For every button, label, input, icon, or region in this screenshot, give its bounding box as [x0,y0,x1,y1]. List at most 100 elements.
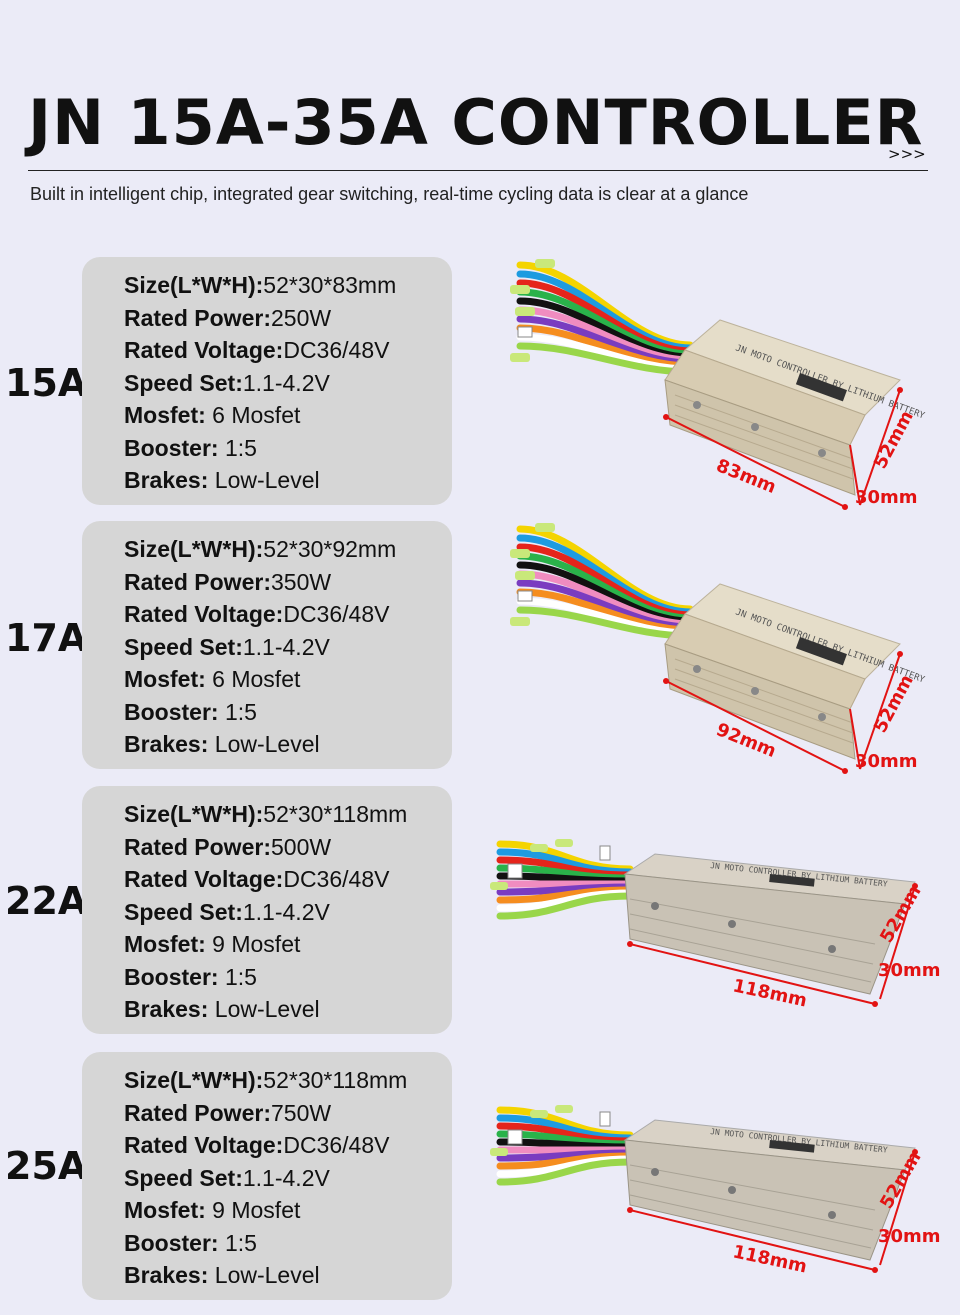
spec-value: 1:5 [218,698,257,725]
spec-item: Rated Voltage:DC36/48V [124,334,396,367]
spec-label: Rated Voltage: [124,866,284,892]
spec-label: Size(L*W*H): [124,536,264,562]
spec-label: Mosfet: [124,1197,206,1223]
spec-item: Rated Power:750W [124,1097,407,1130]
spec-item: Booster: 1:5 [124,696,396,729]
spec-item: Mosfet: 9 Mosfet [124,1194,407,1227]
spec-value: 1:5 [218,963,257,990]
spec-item: Mosfet: 6 Mosfet [124,399,396,432]
spec-value: 1.1-4.2V [242,633,330,660]
spec-item: Mosfet: 6 Mosfet [124,663,396,696]
spec-value: 52*30*92mm [263,536,397,562]
spec-value: 9 Mosfet [205,1197,301,1223]
spec-label: Booster: [124,434,219,461]
length-dimension: 118mm [731,1241,809,1277]
spec-item: Speed Set:1.1-4.2V [124,1162,407,1195]
spec-label: Speed Set: [124,633,243,660]
spec-value: 1.1-4.2V [242,369,330,396]
controller-image: JN MOTO CONTROLLER BY LITHIUM BATTERY 83… [470,245,960,515]
width-dimension: 30mm [878,1226,941,1247]
spec-value: 9 Mosfet [205,931,301,957]
spec-label: Speed Set: [124,369,243,396]
spec-label: Booster: [124,698,219,725]
spec-label: Rated Power: [124,304,271,331]
spec-item: Booster: 1:5 [124,1227,407,1260]
spec-item: Booster: 1:5 [124,432,396,465]
connector-tips [490,839,611,890]
spec-value: 1.1-4.2V [242,898,330,925]
spec-value: 1.1-4.2V [242,1164,330,1191]
spec-item: Rated Voltage:DC36/48V [124,598,396,631]
spec-item: Brakes: Low-Level [124,993,407,1026]
spec-item: Brakes: Low-Level [124,728,396,761]
amperage-label: 22A [5,879,88,923]
spec-item: Size(L*W*H):52*30*118mm [124,1064,407,1097]
amperage-label: 15A [5,361,88,405]
spec-label: Rated Voltage: [124,601,284,627]
spec-label: Brakes: [124,731,209,757]
spec-item: Size(L*W*H):52*30*118mm [124,798,407,831]
spec-label: Rated Power: [124,1099,271,1126]
spec-label: Rated Power: [124,833,271,860]
spec-label: Booster: [124,1229,219,1256]
spec-label: Brakes: [124,467,209,493]
spec-label: Mosfet: [124,666,206,692]
spec-label: Rated Voltage: [124,1132,284,1158]
spec-label: Booster: [124,963,219,990]
spec-item: Brakes: Low-Level [124,464,396,497]
spec-item: Rated Power:250W [124,302,396,335]
width-dimension: 30mm [855,751,918,772]
spec-label: Speed Set: [124,1164,243,1191]
spec-value: 1:5 [218,1229,257,1256]
title-divider [28,170,928,171]
spec-value: DC36/48V [283,601,390,627]
spec-item: Brakes: Low-Level [124,1259,407,1292]
spec-value: 350W [270,568,332,595]
spec-value: 52*30*83mm [263,272,397,298]
spec-value: Low-Level [208,1262,320,1288]
spec-label: Brakes: [124,1262,209,1288]
controller-image: JN MOTO CONTROLLER BY LITHIUM BATTERY 11… [470,1040,960,1310]
spec-label: Mosfet: [124,402,206,428]
spec-label: Size(L*W*H): [124,272,264,298]
spec-item: Rated Power:350W [124,566,396,599]
spec-value: Low-Level [208,731,320,757]
spec-item: Rated Voltage:DC36/48V [124,1129,407,1162]
page-subtitle: Built in intelligent chip, integrated ge… [30,184,749,204]
spec-item: Size(L*W*H):52*30*92mm [124,533,396,566]
spec-item: Booster: 1:5 [124,961,407,994]
controller-image: JN MOTO CONTROLLER BY LITHIUM BATTERY 11… [470,774,960,1044]
height-dimension: 52mm [870,407,918,472]
spec-value: Low-Level [208,996,320,1022]
spec-value: DC36/48V [283,1132,390,1158]
spec-label: Speed Set: [124,898,243,925]
spec-item: Size(L*W*H):52*30*83mm [124,269,396,302]
spec-label: Rated Voltage: [124,337,284,363]
spec-value: 6 Mosfet [205,402,301,428]
page-title: JN 15A-35A CONTROLLER [28,86,924,159]
spec-value: 500W [270,833,332,860]
connector-tips [510,259,555,362]
length-dimension: 118mm [731,975,809,1011]
connector-tips [490,1105,611,1156]
spec-value: 250W [270,304,332,331]
spec-item: Mosfet: 9 Mosfet [124,928,407,961]
spec-label: Size(L*W*H): [124,801,264,827]
spec-item: Rated Power:500W [124,831,407,864]
spec-value: DC36/48V [283,337,390,363]
width-dimension: 30mm [855,487,918,508]
spec-value: 52*30*118mm [263,801,408,827]
spec-value: 750W [270,1099,332,1126]
spec-item: Speed Set:1.1-4.2V [124,896,407,929]
